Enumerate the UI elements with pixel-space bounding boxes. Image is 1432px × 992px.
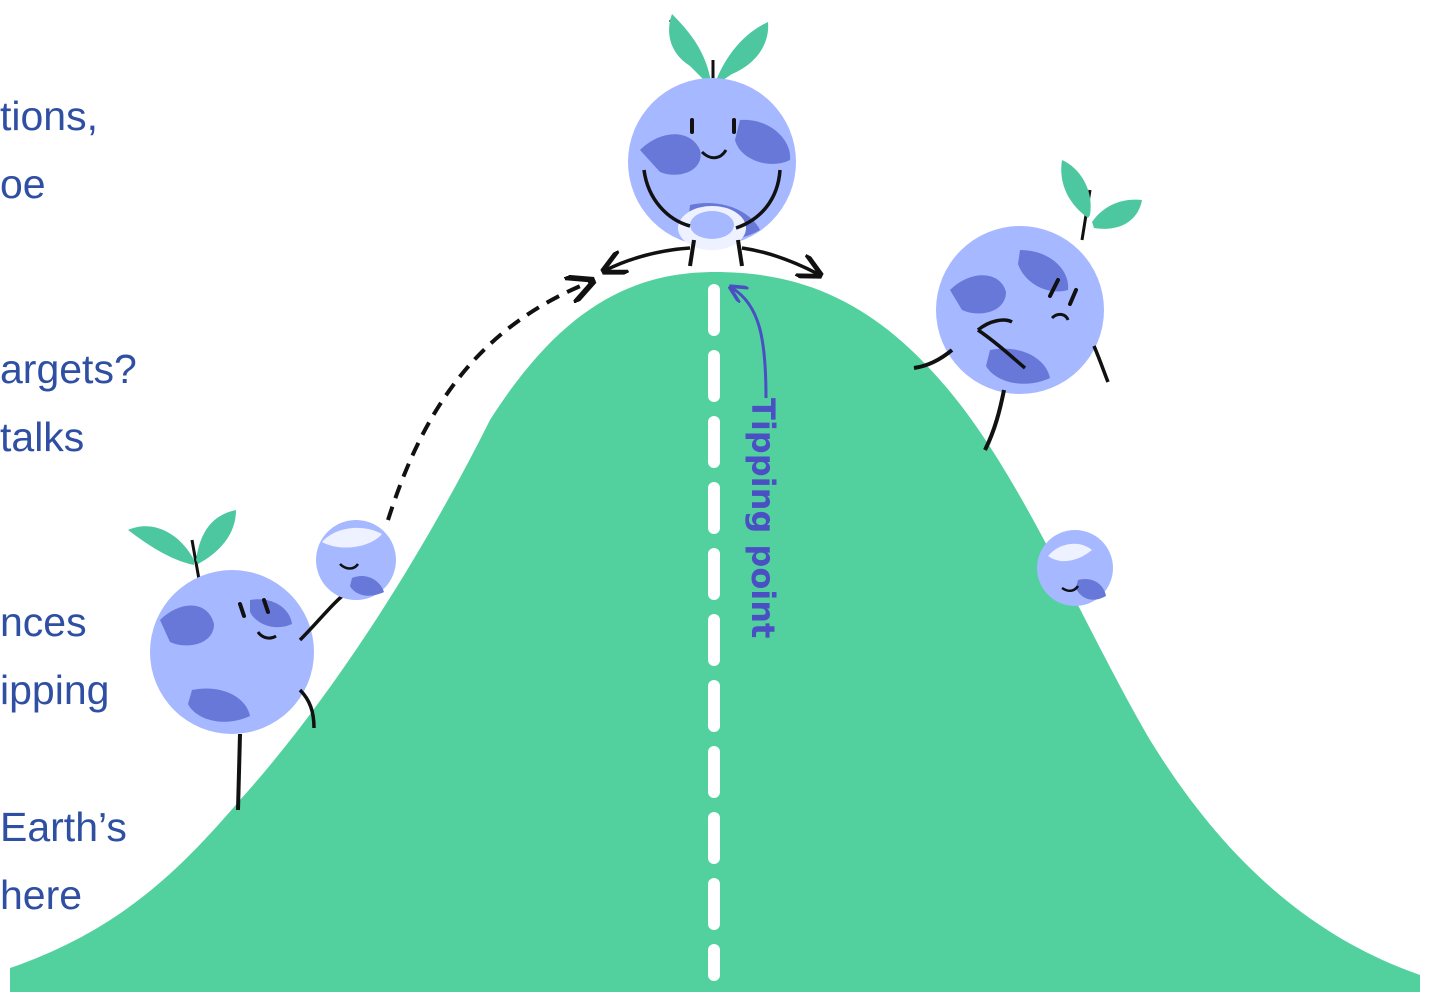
tipping-point-label: Tipping point	[744, 398, 782, 638]
planet-small-left	[316, 520, 396, 600]
planet-top	[628, 14, 796, 266]
right-arrow	[742, 248, 818, 274]
planet-small-right	[1037, 530, 1113, 606]
left-arrow	[606, 248, 690, 270]
